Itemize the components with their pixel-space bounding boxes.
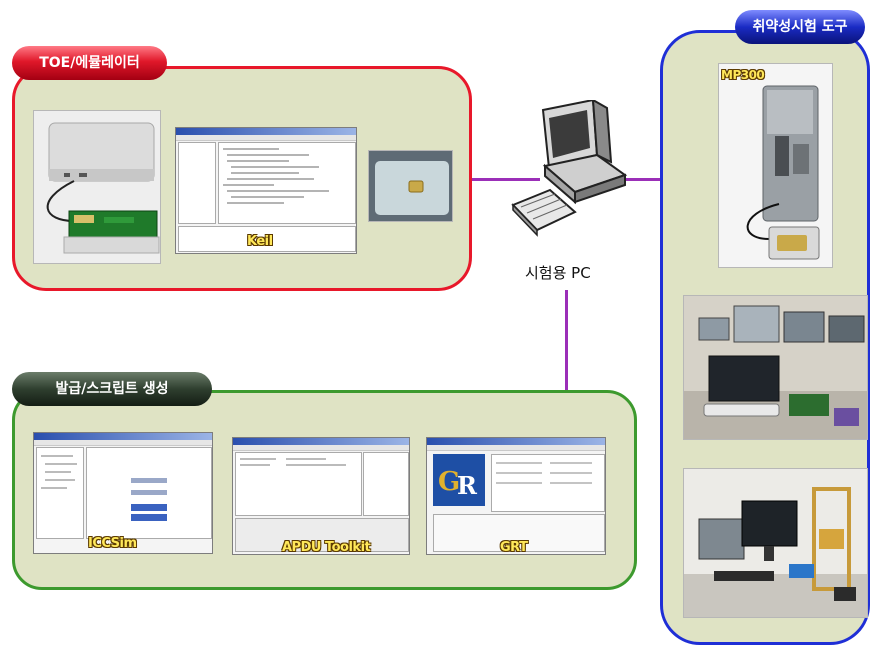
grt-logo: G R	[433, 454, 485, 506]
grt-caption: GRT	[500, 540, 528, 555]
connector-pc-to-issue	[565, 290, 568, 390]
iccsim-caption: ICCSim	[88, 536, 137, 551]
apdu-toolkit-caption: APDU Toolkit	[282, 540, 371, 555]
connector-toe-to-pc	[470, 178, 540, 181]
iccsim-screenshot	[33, 432, 213, 554]
issuance-script-label: 발급/스크립트 생성	[12, 372, 212, 406]
test-pc-label: 시험용 PC	[525, 264, 591, 282]
keil-ide-screenshot	[175, 127, 357, 254]
emulator-hardware-photo	[33, 110, 161, 264]
keil-caption: Keil	[247, 234, 273, 249]
grt-screenshot: G R	[426, 437, 606, 555]
lab-bench-photo-1	[683, 295, 868, 440]
apdu-toolkit-screenshot	[232, 437, 410, 555]
toe-emulator-label: TOE/에뮬레이터	[12, 46, 167, 80]
lab-bench-photo-2	[683, 468, 868, 618]
vulnerability-tools-label: 취약성시험 도구	[735, 10, 865, 44]
smart-card-photo	[368, 150, 453, 222]
mp300-device-photo	[718, 63, 833, 268]
mp300-caption: MP300	[721, 68, 765, 82]
svg-text:R: R	[457, 471, 478, 500]
svg-text:G: G	[438, 467, 460, 497]
desktop-computer-icon	[505, 98, 630, 245]
